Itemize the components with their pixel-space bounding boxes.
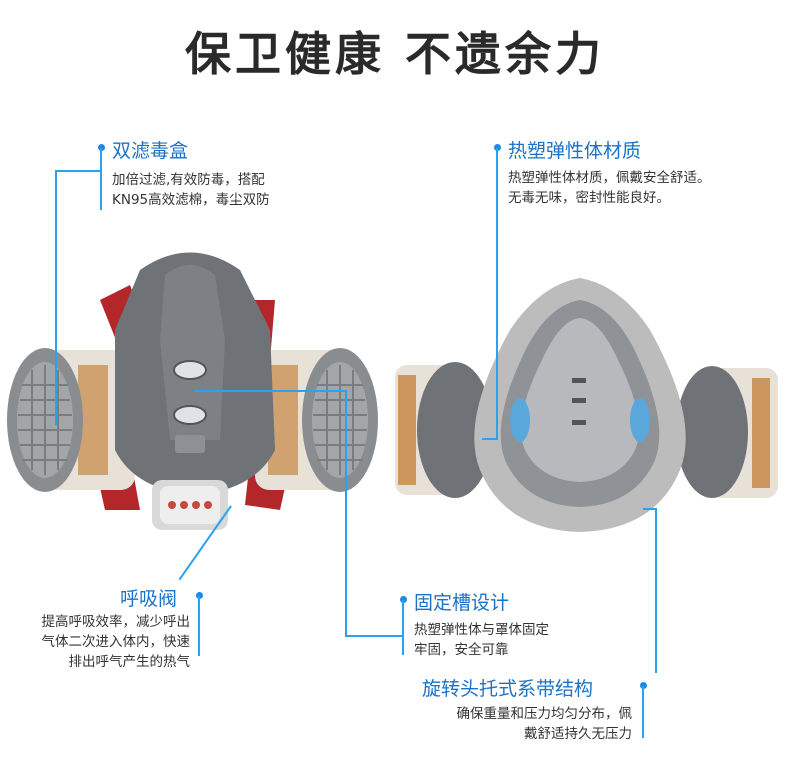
dual-filter-desc: 加倍过滤,有效防毒，搭配 KN95高效滤棉，毒尘双防 (112, 170, 342, 210)
dual-filter-hline (55, 170, 100, 172)
groove-dot (400, 596, 407, 603)
groove-desc-line: 热塑弹性体与罩体固定 (414, 622, 549, 638)
valve-title: 呼吸阀 (120, 588, 178, 610)
valve-line (198, 596, 200, 656)
strap-dot (640, 682, 647, 689)
strap-hline (643, 508, 657, 510)
dual-filter-line-top (100, 148, 102, 210)
valve-dot (196, 592, 203, 599)
groove-line-up (345, 390, 347, 637)
strap-title: 旋转头托式系带结构 (422, 678, 594, 700)
material-line (496, 148, 498, 438)
valve-desc-line: 气体二次进入体内，快速 (41, 634, 191, 650)
dual-filter-title: 双滤毒盒 (112, 140, 189, 162)
groove-desc: 热塑弹性体与罩体固定 牢固，安全可靠 (414, 620, 624, 660)
strap-line (642, 686, 644, 738)
material-desc: 热塑弹性体材质，佩戴安全舒适。 无毒无味，密封性能良好。 (508, 168, 778, 208)
groove-hline-top (195, 390, 347, 392)
groove-line (402, 600, 404, 655)
material-desc-line: 热塑弹性体材质，佩戴安全舒适。 (508, 170, 711, 186)
groove-title: 固定槽设计 (414, 592, 510, 614)
dual-filter-desc-line: KN95高效滤棉，毒尘双防 (112, 192, 270, 208)
material-title: 热塑弹性体材质 (508, 140, 642, 162)
valve-desc-line: 提高呼吸效率，减少呼出 (41, 614, 191, 630)
material-hline (482, 438, 498, 440)
material-desc-line: 无毒无味，密封性能良好。 (508, 190, 670, 206)
headline: 保卫健康 不遗余力 (184, 27, 605, 81)
groove-desc-line: 牢固，安全可靠 (414, 642, 509, 658)
strap-desc: 确保重量和压力均匀分布，佩 戴舒适持久无压力 (392, 704, 633, 744)
dual-filter-desc-line: 加倍过滤,有效防毒，搭配 (112, 172, 265, 188)
dual-filter-line (55, 170, 57, 425)
groove-hline (345, 635, 403, 637)
strap-line-up (655, 508, 657, 673)
strap-desc-line: 确保重量和压力均匀分布，佩 (456, 706, 633, 722)
dual-filter-dot (98, 144, 105, 151)
valve-desc: 提高呼吸效率，减少呼出 气体二次进入体内，快速 排出呼气产生的热气 (8, 612, 191, 672)
strap-desc-line: 戴舒适持久无压力 (524, 726, 632, 742)
valve-desc-line: 排出呼气产生的热气 (68, 654, 191, 670)
material-dot (494, 144, 501, 151)
